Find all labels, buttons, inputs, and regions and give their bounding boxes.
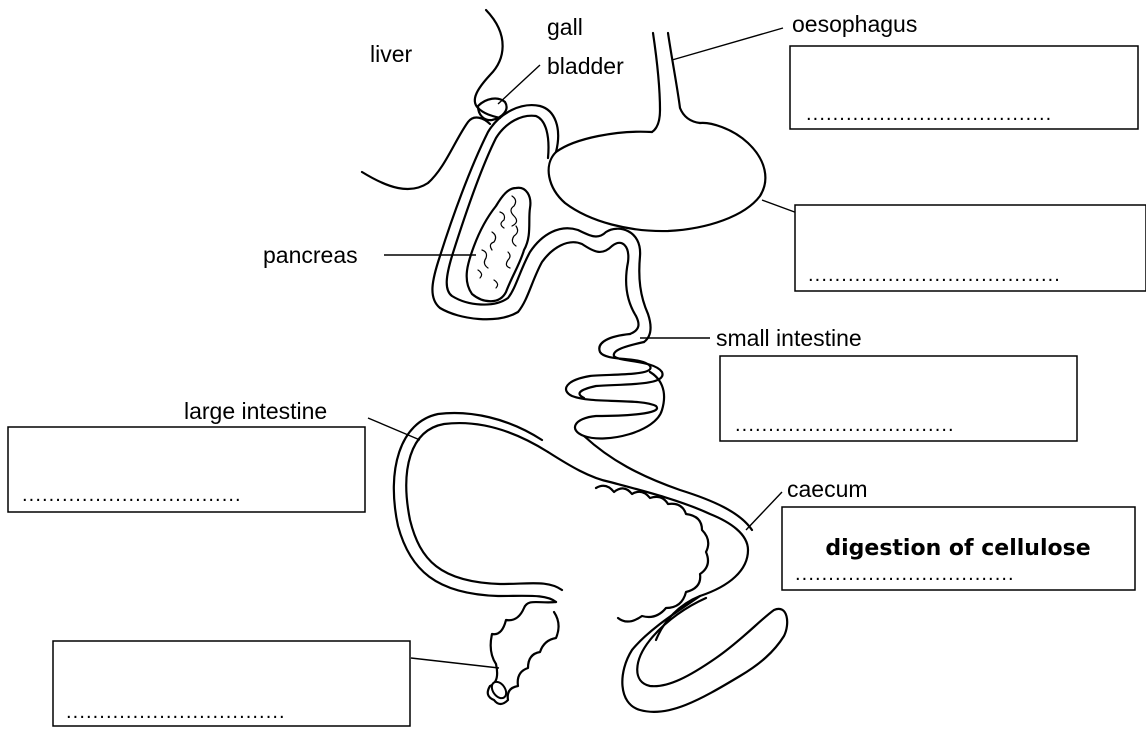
rectum-leader [411, 658, 499, 668]
liver-label: liver [370, 41, 413, 67]
small-intestine-dots: ................................. [735, 414, 955, 436]
caecum-label: caecum [787, 476, 868, 502]
stomach-dots: ...................................... [808, 264, 1061, 286]
answer-box-stomach[interactable]: ...................................... [795, 205, 1146, 291]
colon-outer [406, 423, 562, 590]
bladder-label: bladder [547, 53, 624, 79]
large-intestine-label: large intestine [184, 398, 327, 424]
oesophagus-tube [652, 33, 660, 132]
lower-colon-loop [622, 596, 787, 712]
answer-box-small-intestine[interactable]: ................................. [720, 356, 1077, 441]
oesophagus-dots: ..................................... [806, 103, 1052, 125]
small-intestine-label: small intestine [716, 325, 862, 351]
liver-outline [475, 10, 503, 118]
caecum-dots: ................................. [795, 563, 1015, 585]
answer-box-large-intestine[interactable]: ................................. [8, 427, 365, 512]
liver-lower-outline [362, 118, 490, 190]
gall-label: gall [547, 14, 583, 40]
answer-box-caecum[interactable]: digestion of cellulose .................… [782, 507, 1135, 590]
colon-descending-outer [584, 436, 752, 530]
colon-transverse [548, 452, 748, 640]
duodenum-inner [447, 116, 651, 342]
answer-box-oesophagus[interactable]: ..................................... [790, 46, 1138, 129]
rectum-opening [489, 679, 509, 701]
stomach-outline [549, 123, 766, 231]
caecum-answer[interactable]: digestion of cellulose [825, 536, 1090, 561]
answer-box-rectum[interactable]: ................................. [53, 641, 410, 726]
oesophagus-tube-inner [668, 33, 700, 123]
oesophagus-label: oesophagus [792, 11, 917, 37]
caecum-leader [746, 492, 782, 530]
large-intestine-dots: ................................. [22, 484, 242, 506]
small-intestine-coils [566, 334, 664, 438]
pancreas-shape [467, 188, 531, 302]
oesophagus-leader [672, 28, 783, 60]
pancreas-texture [478, 196, 518, 288]
gall-bladder-leader [498, 65, 540, 104]
rectum-dots: ................................. [66, 701, 286, 723]
pancreas-label: pancreas [263, 242, 358, 268]
